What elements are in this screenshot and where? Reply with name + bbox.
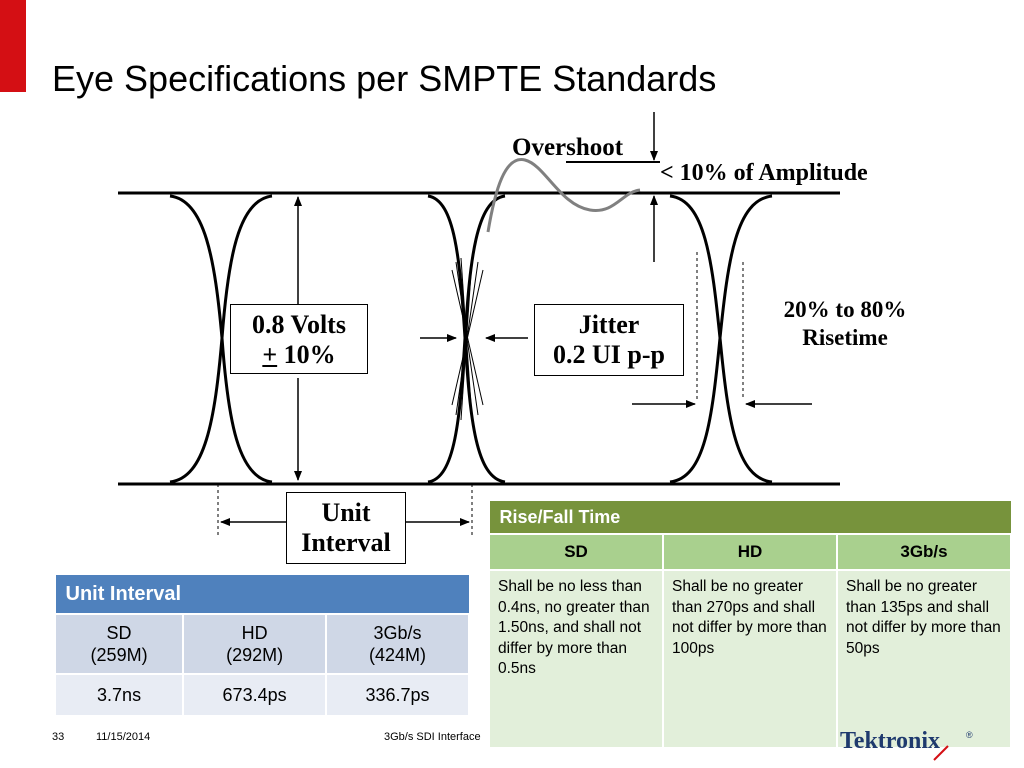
- rise-fall-value-hd: Shall be no greater than 270ps and shall…: [662, 569, 838, 749]
- rise-fall-col-hd: HD: [662, 533, 838, 571]
- footer-presentation-title: 3Gb/s SDI Interface: [384, 731, 481, 743]
- amplitude-tolerance: + 10%: [262, 340, 336, 369]
- col-standard: (259M): [90, 645, 148, 665]
- col-name: 3Gb/s: [373, 623, 422, 643]
- overshoot-spec-label: < 10% of Amplitude: [660, 160, 868, 186]
- logo-mark: ®: [966, 730, 973, 740]
- page-number: 33: [52, 731, 65, 743]
- tektronix-logo: Tektronix ®: [840, 728, 973, 761]
- logo-text: Tektronix: [840, 728, 940, 754]
- left-crossing-b: [169, 194, 273, 484]
- col-name: SD: [106, 623, 132, 643]
- rise-fall-col-3g: 3Gb/s: [836, 533, 1012, 571]
- risetime-range: 20% to 80%: [783, 297, 907, 322]
- rise-fall-table: Rise/Fall Time SD HD 3Gb/s Shall be no l…: [488, 500, 1012, 749]
- jitter-box: Jitter 0.2 UI p-p: [534, 304, 684, 376]
- rise-fall-value-sd: Shall be no less than 0.4ns, no greater …: [488, 569, 664, 749]
- col-standard: (424M): [369, 645, 427, 665]
- unit-interval-line1: Unit: [321, 498, 371, 527]
- unit-interval-table-header: Unit Interval: [54, 574, 470, 615]
- rise-fall-value-3g: Shall be no greater than 135ps and shall…: [836, 569, 1012, 749]
- rise-fall-col-sd: SD: [488, 533, 664, 571]
- unit-interval-line2: Interval: [301, 528, 391, 557]
- rise-fall-table-header: Rise/Fall Time: [488, 500, 1012, 535]
- unit-interval-col-3g: 3Gb/s (424M): [325, 613, 470, 675]
- unit-interval-value-3g: 336.7ps: [325, 673, 470, 717]
- jitter-title: Jitter: [578, 310, 640, 339]
- risetime-label: 20% to 80% Risetime: [770, 296, 920, 352]
- unit-interval-col-hd: HD (292M): [182, 613, 328, 675]
- footer-date: 11/15/2014: [96, 731, 151, 743]
- col-standard: (292M): [226, 645, 284, 665]
- overshoot-label: Overshoot: [512, 134, 624, 161]
- overshoot-trace: [486, 158, 641, 233]
- amplitude-box: 0.8 Volts + 10%: [230, 304, 368, 374]
- slide-title: Eye Specifications per SMPTE Standards: [52, 58, 717, 99]
- unit-interval-value-hd: 673.4ps: [182, 673, 328, 717]
- unit-interval-col-sd: SD (259M): [53, 613, 185, 675]
- unit-interval-table: Unit Interval SD (259M) HD (292M) 3Gb/s …: [53, 574, 470, 717]
- accent-bar: [0, 0, 26, 92]
- amplitude-value: 0.8 Volts: [252, 310, 346, 339]
- risetime-title: Risetime: [802, 325, 888, 350]
- col-name: HD: [241, 623, 268, 643]
- unit-interval-value-sd: 3.7ns: [53, 673, 185, 717]
- unit-interval-box: Unit Interval: [286, 492, 406, 564]
- jitter-value: 0.2 UI p-p: [553, 340, 665, 369]
- plus-minus-symbol: +: [262, 340, 278, 369]
